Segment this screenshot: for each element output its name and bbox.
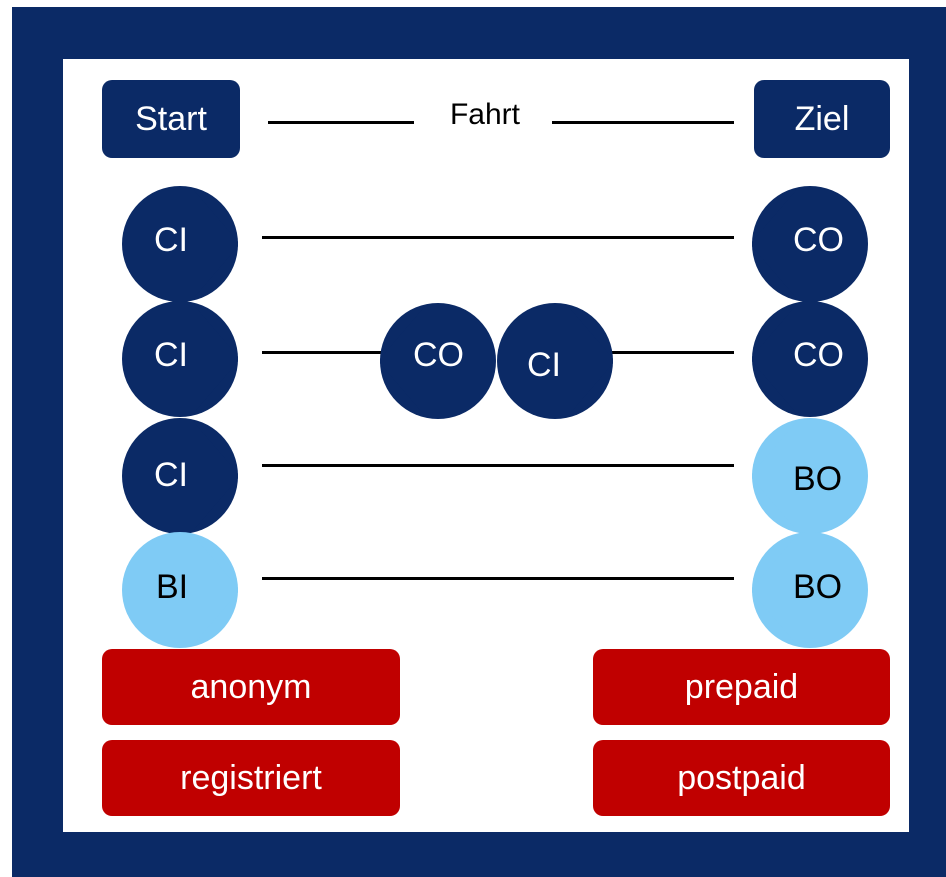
prepaid-label: prepaid	[684, 667, 799, 706]
row2-transfer-checkout-marker: CO	[380, 303, 496, 419]
row2-checkout-marker: CO	[752, 301, 868, 417]
marker-shape	[122, 301, 238, 417]
row2-checkin-marker: CI	[122, 301, 238, 417]
row1-checkin-marker: CI	[122, 186, 238, 302]
postpaid-label: postpaid	[677, 758, 806, 797]
row3-right-label: BO	[793, 460, 843, 498]
marker-shape	[122, 186, 238, 302]
row2-connector-left	[262, 351, 384, 354]
row4-bein-marker: BI	[122, 532, 238, 648]
marker-shape	[752, 532, 868, 648]
prepaid-box: prepaid	[593, 649, 890, 725]
row4-beout-marker: BO	[752, 532, 868, 648]
row1-connector	[262, 236, 734, 239]
row1-right-label: CO	[793, 221, 844, 259]
row4-connector	[262, 577, 734, 580]
end-label: Ziel	[794, 99, 850, 138]
row3-checkin-marker: CI	[122, 418, 238, 534]
row4-right-label: BO	[793, 568, 843, 606]
trip-line-right	[552, 121, 734, 124]
row2-right-label: CO	[793, 336, 844, 374]
marker-shape	[752, 418, 868, 534]
row1-checkout-marker: CO	[752, 186, 868, 302]
anonym-box: anonym	[102, 649, 400, 725]
marker-shape	[122, 418, 238, 534]
trip-line-left	[268, 121, 414, 124]
row4-left-label: BI	[156, 568, 189, 606]
registriert-box: registriert	[102, 740, 400, 816]
row2-mid-left-label: CO	[413, 336, 464, 374]
row3-connector	[262, 464, 734, 467]
row2-mid-right-label: CI	[527, 346, 561, 384]
marker-shape	[497, 303, 613, 419]
marker-shape	[752, 301, 868, 417]
postpaid-box: postpaid	[593, 740, 890, 816]
row2-connector-right	[606, 351, 734, 354]
row3-left-label: CI	[154, 456, 188, 494]
start-box: Start	[102, 80, 240, 158]
marker-shape	[380, 303, 496, 419]
start-label: Start	[135, 99, 207, 138]
row2-transfer-checkin-marker: CI	[497, 303, 613, 419]
marker-shape	[752, 186, 868, 302]
row2-left-label: CI	[154, 336, 188, 374]
row1-left-label: CI	[154, 221, 188, 259]
registriert-label: registriert	[180, 758, 322, 797]
marker-shape	[122, 532, 238, 648]
anonym-label: anonym	[190, 667, 312, 706]
end-box: Ziel	[754, 80, 890, 158]
trip-label: Fahrt	[449, 98, 521, 131]
row3-beout-marker: BO	[752, 418, 868, 534]
